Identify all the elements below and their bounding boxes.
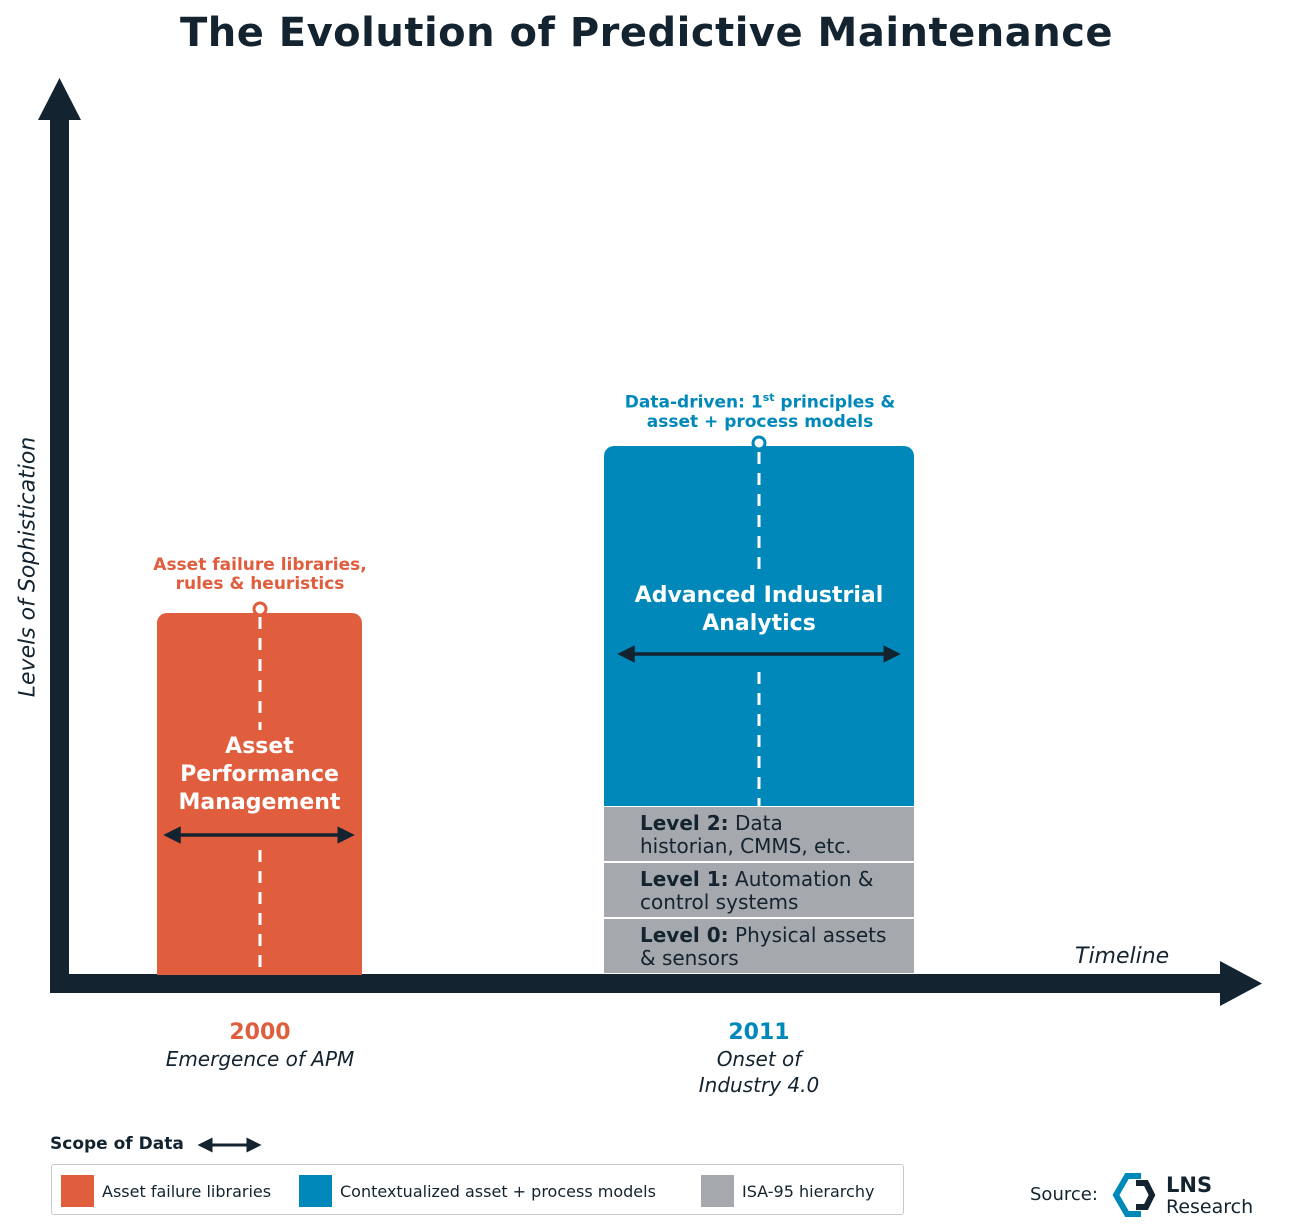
x-axis-label: Timeline	[1075, 944, 1170, 969]
aia-marker-dot	[751, 435, 767, 451]
legend-item-asset-failure: Asset failure libraries	[61, 1175, 271, 1207]
legend-label: ISA-95 hierarchy	[742, 1181, 875, 1201]
legend-label: Contextualized asset + process models	[340, 1181, 656, 1201]
level-2-block: Level 2: Data historian, CMMS, etc.	[604, 807, 914, 861]
level-1-block: Level 1: Automation & control systems	[604, 863, 914, 917]
aia-title: Advanced Industrial Analytics	[634, 583, 884, 636]
source-label: Source:	[1030, 1184, 1098, 1205]
level-0-block: Level 0: Physical assets & sensors	[604, 919, 914, 973]
apm-marker-dot	[252, 601, 268, 617]
legend-item-contextualized: Contextualized asset + process models	[299, 1175, 656, 1207]
page-title: The Evolution of Predictive Maintenance	[179, 10, 1114, 56]
aia-era: Onset of Industry 4.0	[698, 1047, 820, 1097]
apm-callout: Asset failure libraries, rules & heurist…	[153, 555, 367, 594]
x-axis-arrowhead	[1220, 961, 1262, 1006]
apm-year: 2000	[229, 1020, 291, 1045]
legend-swatch	[701, 1175, 734, 1207]
legend-swatch	[299, 1175, 332, 1207]
legend: Asset failure libraries Contextualized a…	[51, 1164, 904, 1215]
y-axis-arrowhead	[38, 78, 81, 120]
scope-of-data-label: Scope of Data	[50, 1134, 184, 1154]
legend-label: Asset failure libraries	[102, 1181, 272, 1201]
apm-title: Asset Performance Management	[178, 734, 341, 815]
aia-callout: Data-driven: 1st principles & asset + pr…	[624, 391, 896, 432]
x-axis	[50, 974, 1230, 993]
apm-era: Emergence of APM	[165, 1047, 355, 1071]
y-axis	[50, 115, 69, 993]
aia-year: 2011	[728, 1020, 790, 1045]
legend-swatch	[61, 1175, 94, 1207]
legend-item-isa95: ISA-95 hierarchy	[701, 1175, 874, 1207]
lns-logo-icon	[1112, 1173, 1156, 1217]
logo-text-sub: Research	[1166, 1196, 1254, 1218]
logo-text-main: LNS	[1166, 1173, 1213, 1197]
